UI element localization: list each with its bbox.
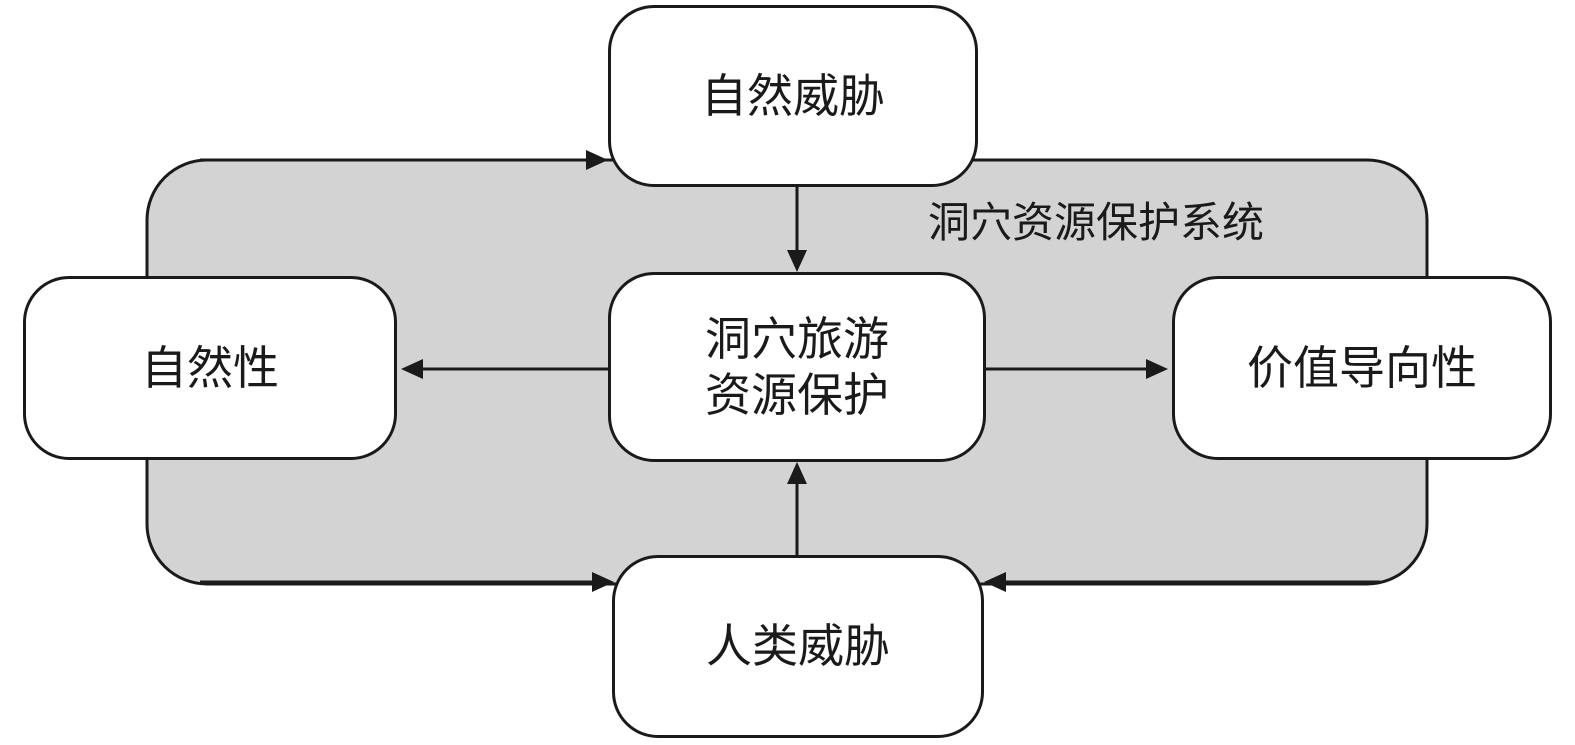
arrowhead-to-center-bottom <box>787 462 807 484</box>
node-naturalness-label: 自然性 <box>141 340 279 395</box>
arrowhead-to-human-threat-right <box>984 572 1006 592</box>
node-naturalness: 自然性 <box>23 276 397 460</box>
arrowhead-to-center-top <box>787 250 807 272</box>
node-human-threat-label: 人类威胁 <box>706 619 890 674</box>
connector-lines <box>200 158 1380 584</box>
node-value-orientation-label: 价值导向性 <box>1247 340 1477 395</box>
arrowheads <box>401 150 1168 592</box>
arrowhead-to-value <box>1146 359 1168 379</box>
node-value-orientation: 价值导向性 <box>1172 276 1552 460</box>
node-cave-tourism-resource-protection: 洞穴旅游 资源保护 <box>608 272 986 462</box>
node-human-threat: 人类威胁 <box>612 555 984 738</box>
arrowhead-to-naturalness <box>401 359 423 379</box>
node-center-label-line2: 资源保护 <box>705 368 889 422</box>
node-natural-threat: 自然威胁 <box>608 5 978 187</box>
node-center-label-line1: 洞穴旅游 <box>705 311 889 366</box>
arrowhead-to-human-threat-left <box>592 572 614 592</box>
arrowhead-to-natural-threat <box>586 150 608 170</box>
node-natural-threat-label: 自然威胁 <box>701 68 885 123</box>
system-title: 洞穴资源保护系统 <box>928 198 1265 247</box>
